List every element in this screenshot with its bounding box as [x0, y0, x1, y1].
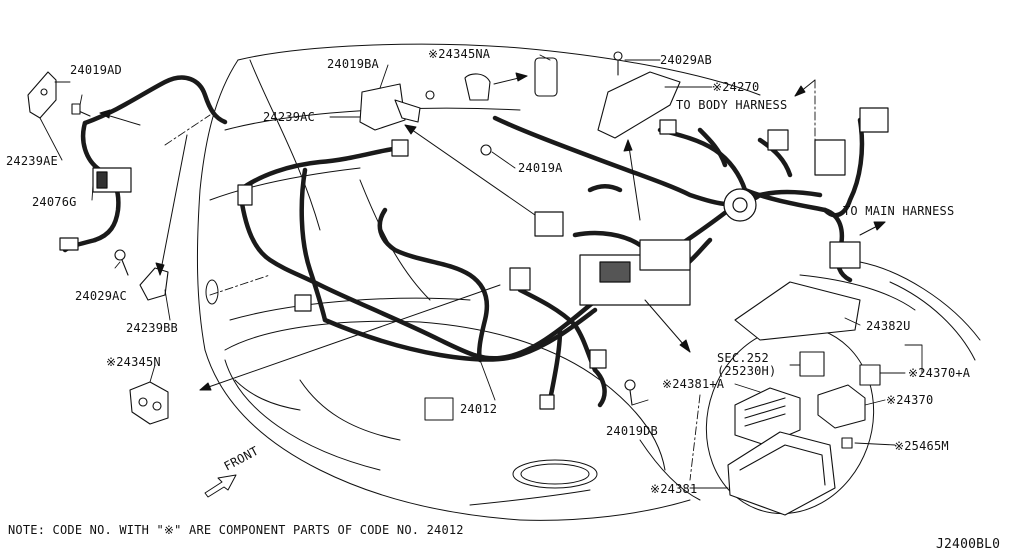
to-main-harness-label: TO MAIN HARNESS — [843, 204, 955, 218]
part-illustrations — [27, 51, 881, 516]
part-label-24239ae: 24239AE — [6, 154, 58, 168]
leader-lines — [39, 54, 923, 489]
part-label-24270: ※24270 — [712, 80, 760, 94]
part-label-24019ad: 24019AD — [70, 63, 122, 77]
section-label-sec252: SEC.252 — [717, 351, 769, 365]
part-label-24382u: 24382U — [866, 319, 911, 333]
to-body-harness-label: TO BODY HARNESS — [676, 98, 788, 112]
part-label-24239ac: 24239AC — [263, 110, 315, 124]
part-label-24076g: 24076G — [32, 195, 77, 209]
harness-connectors — [59, 107, 889, 410]
section-label-25230h: (25230H) — [717, 364, 777, 378]
part-label-24029ab: 24029AB — [660, 53, 712, 67]
part-label-24029ac: 24029AC — [75, 289, 127, 303]
direction-arrows — [99, 72, 886, 498]
part-label-25465m: ※25465M — [894, 439, 949, 453]
diagram-code: J2400BL0 — [936, 537, 1001, 552]
part-label-24370a: ※24370+A — [908, 366, 971, 380]
part-label-24019ba: 24019BA — [327, 57, 379, 71]
part-label-24019a: 24019A — [518, 161, 563, 175]
part-label-24012: 24012 — [460, 402, 498, 416]
part-label-24370: ※24370 — [886, 393, 934, 407]
part-label-24381: ※24381 — [650, 482, 698, 496]
part-label-24239bb: 24239BB — [126, 321, 178, 335]
part-label-24345n: ※24345N — [106, 355, 161, 369]
part-label-24345na: ※24345NA — [428, 47, 491, 61]
part-label-24381a: ※24381+A — [662, 377, 725, 391]
part-label-24019db: 24019DB — [606, 424, 658, 438]
footnote: NOTE: CODE NO. WITH "※" ARE COMPONENT PA… — [8, 523, 464, 537]
